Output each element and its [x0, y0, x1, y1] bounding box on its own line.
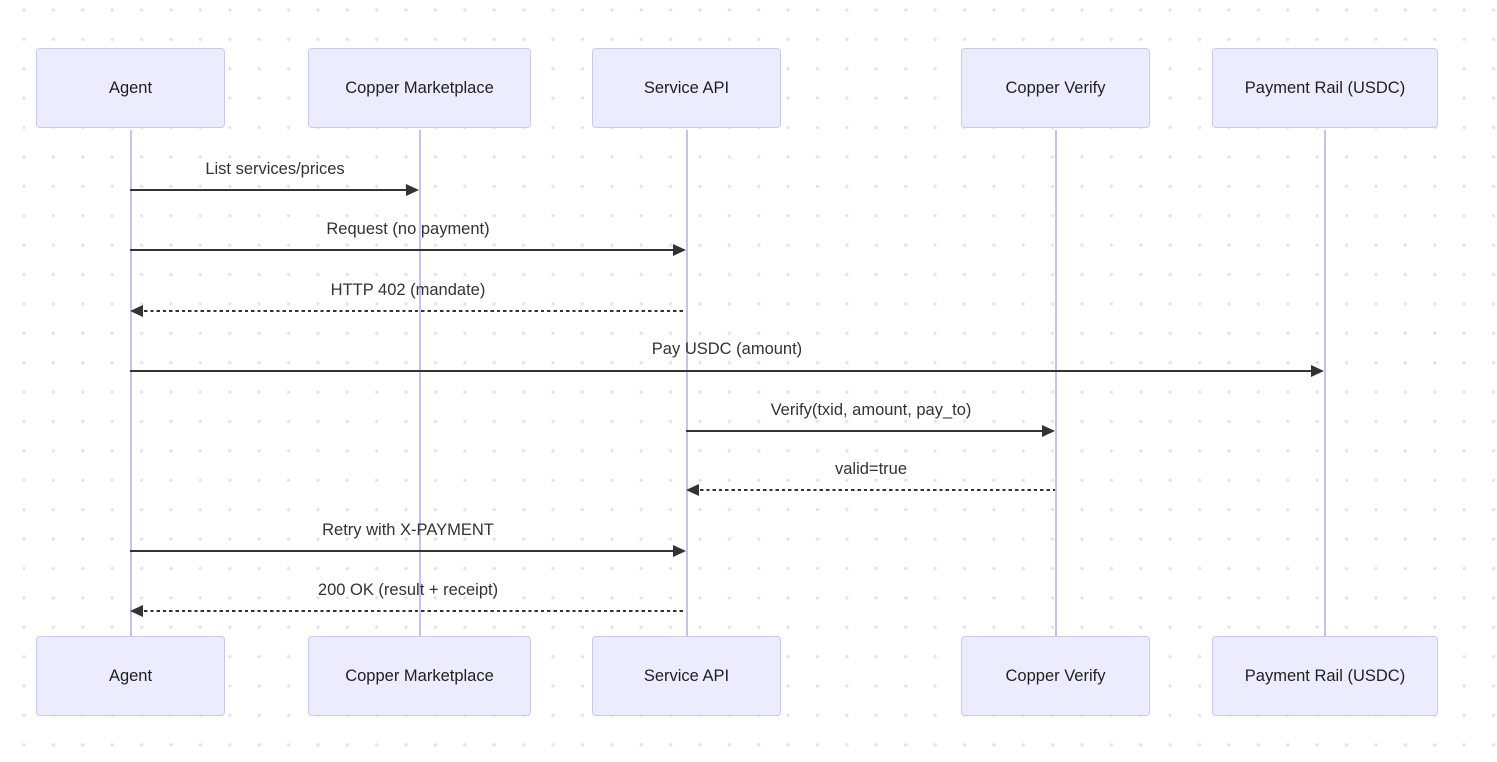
- actor-top-marketplace: Copper Marketplace: [308, 48, 531, 128]
- arrowhead-right-icon: [406, 184, 419, 196]
- arrowhead-right-icon: [1311, 365, 1324, 377]
- arrowhead-left-icon: [130, 305, 143, 317]
- message-label: Pay USDC (amount): [651, 340, 803, 358]
- arrowhead-right-icon: [673, 244, 686, 256]
- actor-bottom-payment-rail: Payment Rail (USDC): [1212, 636, 1438, 716]
- lifeline-marketplace: [418, 130, 421, 636]
- message-label: valid=true: [834, 460, 908, 478]
- arrowhead-left-icon: [686, 484, 699, 496]
- actor-bottom-marketplace: Copper Marketplace: [308, 636, 531, 716]
- message-line: [144, 310, 686, 312]
- message-line: [130, 249, 676, 251]
- message-line: [130, 550, 676, 552]
- actor-top-agent: Agent: [36, 48, 225, 128]
- actor-top-payment-rail: Payment Rail (USDC): [1212, 48, 1438, 128]
- actor-top-service-api: Service API: [592, 48, 781, 128]
- actor-bottom-copper-verify: Copper Verify: [961, 636, 1150, 716]
- message-line: [144, 610, 686, 612]
- message-label: Retry with X-PAYMENT: [322, 521, 494, 539]
- arrowhead-left-icon: [130, 605, 143, 617]
- lifeline-agent: [129, 130, 132, 636]
- lifeline-copper-verify: [1054, 130, 1057, 636]
- arrowhead-right-icon: [1042, 425, 1055, 437]
- message-line: [700, 489, 1055, 491]
- message-label: Verify(txid, amount, pay_to): [770, 401, 972, 419]
- actor-bottom-agent: Agent: [36, 636, 225, 716]
- lifeline-payment-rail: [1324, 130, 1326, 636]
- actor-top-copper-verify: Copper Verify: [961, 48, 1150, 128]
- lifeline-service-api: [685, 130, 688, 636]
- actor-bottom-service-api: Service API: [592, 636, 781, 716]
- arrowhead-right-icon: [673, 545, 686, 557]
- message-label: HTTP 402 (mandate): [330, 281, 486, 299]
- message-line: [130, 189, 409, 191]
- message-label: 200 OK (result + receipt): [317, 581, 499, 599]
- message-line: [686, 430, 1045, 432]
- message-line: [130, 370, 1314, 372]
- message-label: List services/prices: [205, 160, 345, 178]
- message-label: Request (no payment): [326, 220, 490, 238]
